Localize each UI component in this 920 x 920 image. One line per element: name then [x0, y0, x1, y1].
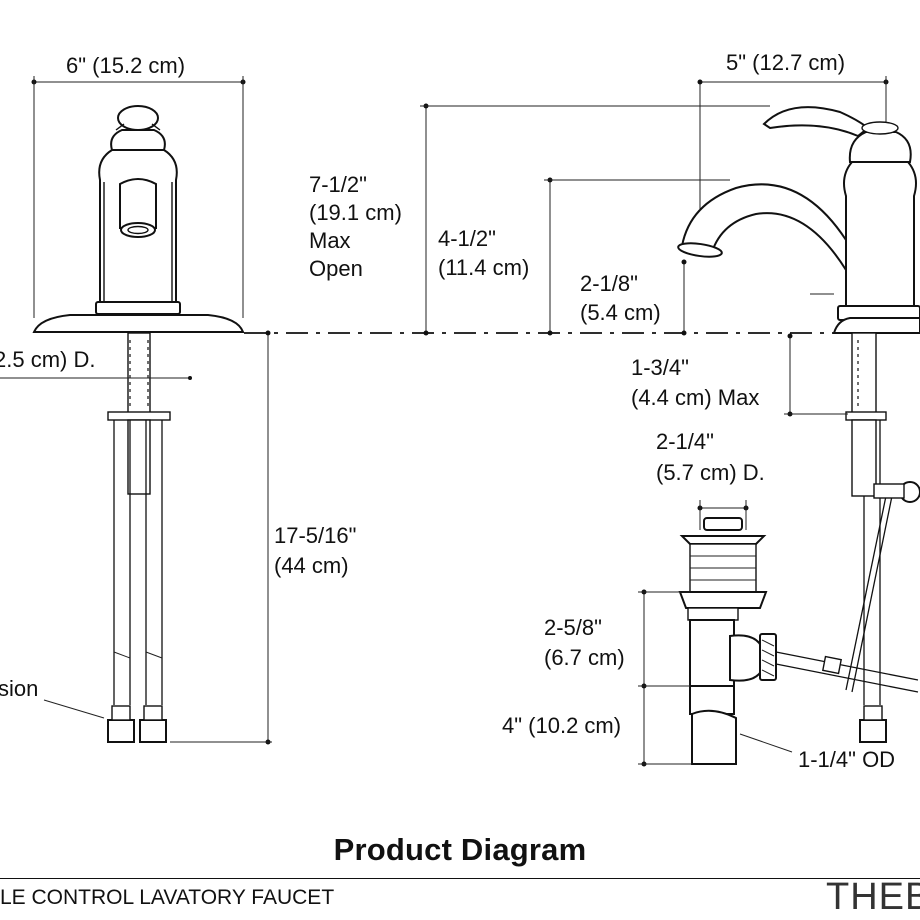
drain-diameter-label-2: (5.7 cm) D. [656, 460, 765, 485]
drain-diameter-label-1: 2-1/4" [656, 429, 714, 454]
spout-height-label-2: (11.4 cm) [438, 255, 529, 280]
max-height-label-2: (19.1 cm) [309, 200, 402, 225]
deck-max-label-1: 1-3/4" [631, 355, 689, 380]
drain-assembly [638, 500, 919, 767]
outer-diameter-label: 1-1/4" OD [798, 747, 895, 772]
width-right-label: 5" (12.7 cm) [726, 50, 845, 75]
product-name: LE CONTROL LAVATORY FAUCET [0, 886, 335, 909]
drain-body-label-2: (6.7 cm) [544, 645, 625, 670]
max-height-label-4: Open [309, 256, 363, 281]
drain-body-label-1: 2-5/8" [544, 615, 602, 640]
spout-height-dimension [544, 177, 730, 336]
front-view-faucet [0, 76, 246, 743]
max-height-dimension [420, 103, 770, 336]
tailpiece-label: 4" (10.2 cm) [502, 713, 621, 738]
deck-thickness-dimension [784, 333, 848, 417]
supply-length-label-2: (44 cm) [274, 553, 349, 578]
aerator-label-2: (5.4 cm) [580, 300, 661, 325]
aerator-dimension [681, 82, 701, 336]
spout-height-label-1: 4-1/2" [438, 226, 496, 251]
max-height-label-3: Max [309, 228, 351, 253]
deck-max-label-2: (4.4 cm) Max [631, 385, 759, 410]
aerator-label-1: 2-1/8" [580, 271, 638, 296]
max-height-label-1: 7-1/2" [309, 172, 367, 197]
brand-logo: THEB [826, 876, 920, 918]
page-title: Product Diagram [333, 832, 587, 867]
footer-divider [0, 878, 920, 879]
side-view-faucet [677, 106, 920, 743]
supply-length-label-1: 17-5/16" [274, 523, 356, 548]
width-left-label: 6" (15.2 cm) [66, 53, 185, 78]
connection-label: sion [0, 676, 38, 701]
hole-diameter-label: 2.5 cm) D. [0, 347, 95, 372]
supply-length-dimension [170, 330, 272, 745]
